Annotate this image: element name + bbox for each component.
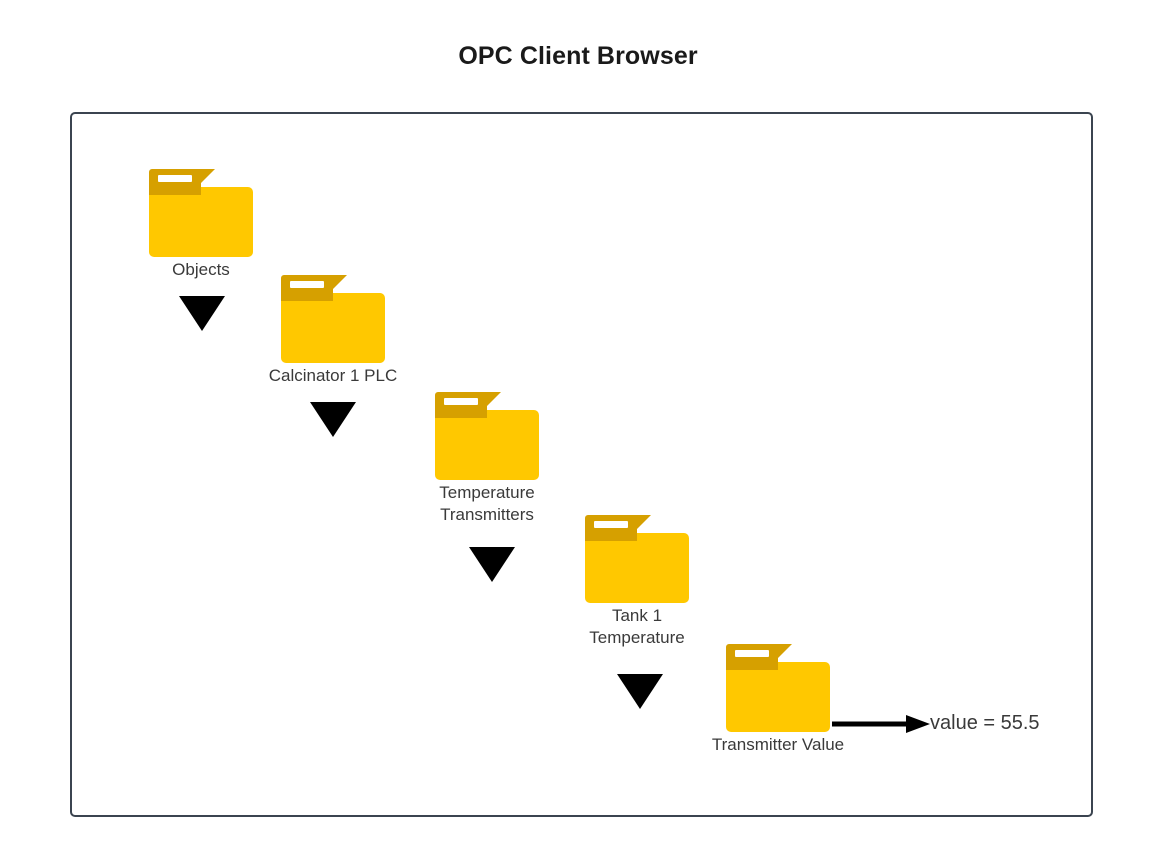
node-label-objects: Objects: [172, 260, 230, 279]
folder-tab-strip: [158, 175, 192, 182]
folder-icon: [726, 644, 830, 732]
folder-body: [726, 662, 830, 732]
folder-tab-strip: [594, 521, 628, 528]
node-transmitter-value[interactable]: Transmitter Value: [712, 644, 844, 754]
value-arrow-icon: [832, 715, 930, 733]
diagram-canvas: Objects Calcinator 1 PLC Temperature Tra…: [70, 112, 1093, 817]
folder-tab: [435, 392, 487, 418]
folder-tab-angle: [333, 275, 347, 301]
connector-triangle-down-1: [179, 296, 225, 331]
folder-tab: [149, 169, 201, 195]
folder-tab-angle: [487, 392, 501, 418]
folder-tab-angle: [778, 644, 792, 670]
folder-icon: [435, 392, 539, 480]
node-label-line2: Transmitters: [440, 505, 534, 524]
node-label-transmitter-value: Transmitter Value: [711, 735, 845, 754]
folder-tab: [281, 275, 333, 301]
folder-icon: [585, 515, 689, 603]
node-objects[interactable]: Objects: [149, 169, 253, 279]
folder-body: [281, 293, 385, 363]
folder-tab-angle: [637, 515, 651, 541]
connector-triangle-down-2: [310, 402, 356, 437]
folder-body: [585, 533, 689, 603]
node-label-temperature-transmitters: Temperature Transmitters: [439, 482, 534, 526]
folder-tab-strip: [290, 281, 324, 288]
node-label-line2: Temperature: [589, 628, 685, 647]
node-label-tank-1-temperature: Tank 1 Temperature: [589, 605, 684, 649]
folder-tab: [585, 515, 637, 541]
page-title: OPC Client Browser: [458, 42, 698, 70]
connector-triangle-down-4: [617, 674, 663, 709]
node-temperature-transmitters[interactable]: Temperature Transmitters: [435, 392, 539, 524]
folder-tab: [726, 644, 778, 670]
folder-body: [149, 187, 253, 257]
node-label-calcinator-1-plc: Calcinator 1 PLC: [268, 366, 398, 385]
folder-body: [435, 410, 539, 480]
node-tank-1-temperature[interactable]: Tank 1 Temperature: [585, 515, 689, 647]
node-label-line1: Tank 1: [611, 606, 663, 625]
folder-tab-strip: [444, 398, 478, 405]
folder-tab-strip: [735, 650, 769, 657]
node-label-line1: Temperature: [439, 483, 535, 502]
folder-tab-angle: [201, 169, 215, 195]
connector-triangle-down-3: [469, 547, 515, 582]
folder-icon: [149, 169, 253, 257]
node-calcinator-1-plc[interactable]: Calcinator 1 PLC: [269, 275, 397, 385]
value-readout: value = 55.5: [930, 712, 1040, 734]
folder-icon: [281, 275, 385, 363]
